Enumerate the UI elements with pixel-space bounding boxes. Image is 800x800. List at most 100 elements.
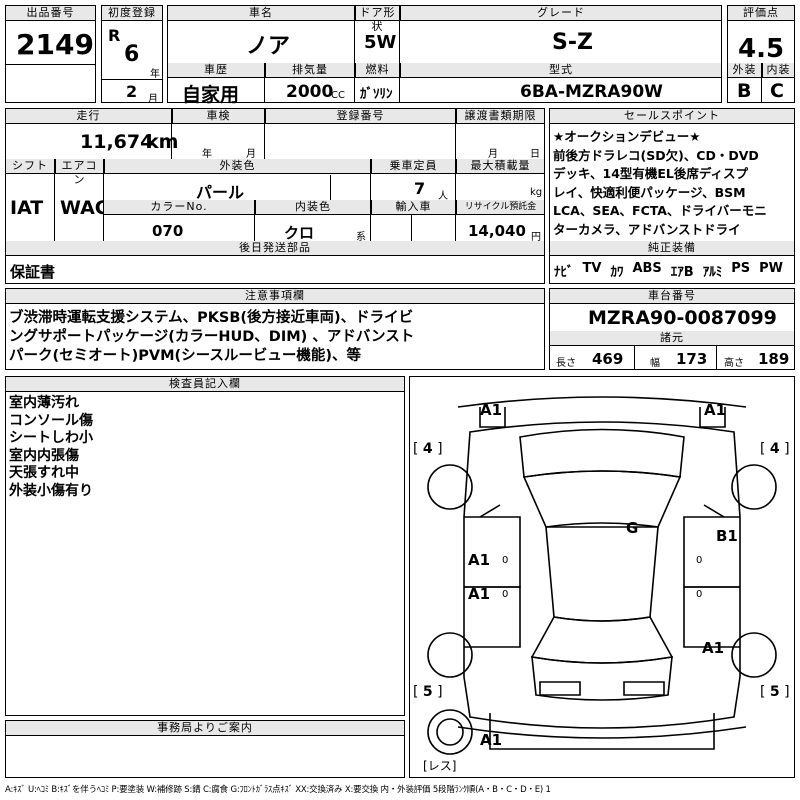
first-registration-box: 初度登録 R 6 年 2 月	[101, 5, 163, 105]
spec-label: 諸元	[550, 331, 794, 346]
sales-point-line: LCA、SEA、FCTA、ドライバーモニ	[553, 203, 767, 218]
reg-number-label: 登録番号	[265, 109, 455, 124]
import-label: 輸入車	[371, 200, 455, 215]
ext-color: パール	[196, 183, 245, 202]
sales-points-text: ★オークションデビュー★ 前後方ドラレコ(SD欠)、CD・DVD デッキ、14型有機…	[553, 128, 767, 239]
cc-unit: CC	[331, 90, 345, 101]
reg-year: 6	[124, 42, 140, 67]
car-name: ノア	[246, 34, 291, 59]
shift: IAT	[10, 197, 44, 219]
load-unit: kg	[530, 187, 543, 198]
notes-line: ブ渋滞時運転支援システム、PKSB(後方接近車両)、ドライビ	[9, 310, 414, 326]
inspector-line: 室内内張傷	[9, 447, 79, 464]
recycle-label: リサイクル預託金	[456, 200, 544, 215]
score-label: 評価点	[728, 6, 794, 21]
inspector-notes: 室内薄汚れコンソール傷シートしわ小室内内張傷天張すれ中外装小傷有り	[9, 395, 93, 500]
era: R	[108, 26, 121, 45]
vehicle-details-box: 走行 車検 登録番号 譲渡書類期限 11,674 km 年 月 月 日 シフト …	[5, 108, 545, 284]
door-type: 5W	[364, 32, 397, 53]
door-label: ドア形状	[355, 6, 399, 33]
inspector-line: シートしわ小	[9, 430, 93, 446]
lot-label: 出品番号	[6, 6, 95, 21]
mileage: 11,674	[80, 131, 154, 153]
inspector-label: 検査員記入欄	[6, 377, 404, 392]
width-label: 幅	[650, 358, 660, 369]
equipment-item: ｴｱB	[670, 265, 694, 280]
mark-a1-front-left: A1	[480, 401, 503, 419]
ext-score: B	[737, 80, 752, 102]
sales-point-line: ★オークションデビュー★	[553, 129, 701, 144]
int-color-unit: 系	[356, 232, 366, 243]
grade: S-Z	[552, 30, 593, 55]
car-name-label: 車名	[168, 6, 354, 21]
mark-4-right: [ 4 ]	[760, 441, 790, 457]
score-box: 評価点 4.5 外装 内装 B C	[727, 5, 795, 103]
month-unit: 月	[148, 94, 158, 105]
mark-less-value: レス	[427, 759, 452, 773]
length-label: 長さ	[556, 358, 576, 369]
mark-4-left-value: 4	[422, 441, 433, 457]
sales-point-line: デッキ、14型有機EL後席ディスプ	[553, 166, 749, 181]
height: 189	[758, 350, 790, 368]
mark-4-left: [ 4 ]	[413, 441, 443, 457]
inspector-line: コンソール傷	[9, 412, 93, 429]
mark-5-right-value: 5	[769, 684, 780, 700]
capacity-label: 乗車定員	[371, 159, 455, 174]
damage-diagram: A1 A1 [ 4 ] [ 4 ] G B1 A1 A1 A1 [ 5 ] [ …	[409, 376, 795, 778]
mark-b1-right: B1	[716, 527, 738, 545]
notes-box: 注意事項欄 ブ渋滞時運転支援システム、PKSB(後方接近車両)、ドライビングサポ…	[5, 288, 545, 370]
color-number: 070	[152, 222, 184, 240]
reg-month: 2	[126, 82, 138, 101]
mark-5-right: [ 5 ]	[760, 684, 790, 700]
shift-label: シフト	[6, 159, 54, 174]
transfer-month-unit: 月	[488, 149, 498, 160]
sales-points-box: セールスポイント ★オークションデビュー★前後方ドラレコ(SD欠)、CD・DVD…	[549, 108, 795, 284]
width: 173	[676, 350, 708, 368]
yen-unit: 円	[531, 232, 541, 243]
sales-point-line: 前後方ドラレコ(SD欠)、CD・DVD	[553, 147, 759, 163]
later-parts-label: 後日発送部品	[6, 241, 544, 256]
later-parts: 保証書	[10, 263, 56, 281]
lot-number: 2149	[16, 28, 94, 61]
lot-box: 出品番号 2149	[5, 5, 96, 103]
equipment-item: ｱﾙﾐ	[702, 265, 723, 280]
capacity: 7	[414, 179, 426, 198]
recycle-fee: 14,040	[468, 222, 526, 240]
insp-month-unit: 月	[246, 149, 256, 160]
fuel-label: 燃料	[355, 63, 399, 78]
mark-a1-left-rear: A1	[468, 585, 491, 603]
color-no-label: カラーNo.	[104, 200, 254, 215]
mark-less-spare: [レス]	[423, 759, 457, 773]
sales-point-line: レイ、快適利便パッケージ、BSM	[553, 184, 746, 200]
km-unit: km	[146, 131, 179, 153]
equipment-item: ABS	[632, 261, 662, 276]
fuel-type: ｶﾞｿﾘﾝ	[360, 87, 393, 102]
notes-line: ングサポートパッケージ(カラーHUD、DIM) 、アドバンスト	[9, 329, 415, 345]
chassis-number: MZRA90-0087099	[588, 307, 777, 329]
air-conditioner: WAC	[60, 197, 109, 219]
chassis-label: 車台番号	[550, 289, 794, 304]
car-history: 自家用	[182, 84, 240, 106]
mark-a1-rear: A1	[480, 731, 503, 749]
equipment-label: 純正装備	[550, 241, 794, 256]
transfer-label: 譲渡書類期限	[456, 109, 544, 124]
mark-5-left-value: 5	[422, 684, 433, 700]
ext-label: 外装	[728, 63, 761, 78]
chassis-box: 車台番号 MZRA90-0087099 諸元 長さ 469 幅 173 高さ 1…	[549, 288, 795, 370]
int-score: C	[770, 80, 784, 102]
notes-text: ブ渋滞時運転支援システム、PKSB(後方接近車両)、ドライビングサポートパッケー…	[9, 309, 414, 366]
insp-year-unit: 年	[202, 149, 212, 160]
model-label: 型式	[400, 63, 721, 78]
equipment-item: ﾅﾋﾞ	[554, 265, 574, 280]
inspector-line: 外装小傷有り	[9, 482, 93, 499]
int-label: 内装	[762, 63, 794, 78]
displacement: 2000	[286, 82, 334, 102]
grade-label: グレード	[400, 6, 721, 21]
int-color-label: 内装色	[255, 200, 370, 215]
capacity-unit: 人	[438, 191, 448, 202]
transfer-day-unit: 日	[530, 149, 540, 160]
inspector-line: 天張すれ中	[9, 465, 79, 481]
inspector-line: 室内薄汚れ	[9, 395, 79, 411]
equipment-item: PS	[731, 261, 751, 276]
int-color: クロ	[284, 224, 315, 242]
